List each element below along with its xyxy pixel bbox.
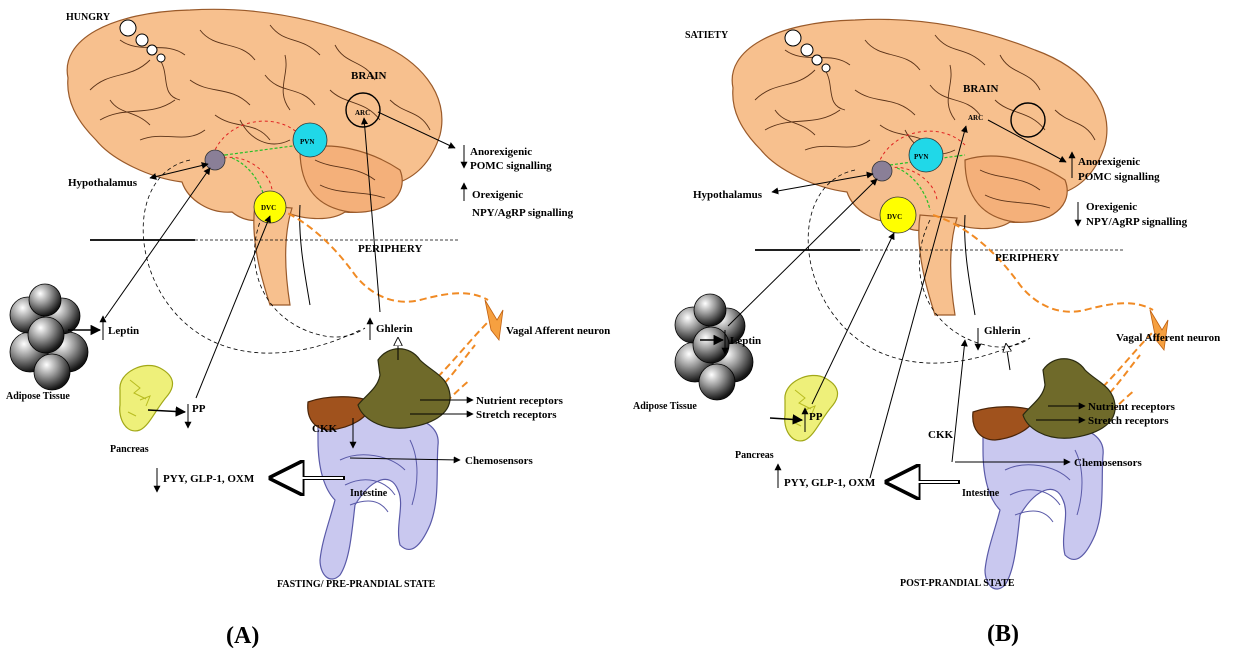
- pomc-label: POMC signalling: [470, 160, 552, 172]
- hypothalamus-label: Hypothalamus: [693, 189, 763, 201]
- nutrient-label: Nutrient receptors: [1088, 401, 1176, 413]
- chemo-label: Chemosensors: [1074, 457, 1143, 469]
- anorexigenic-label: Anorexigenic: [470, 146, 532, 158]
- panel-caption: FASTING/ PRE-PRANDIAL STATE: [277, 579, 436, 590]
- intestine-label: Intestine: [350, 488, 388, 499]
- nutrient-label: Nutrient receptors: [476, 395, 564, 407]
- ghrelin-label: Ghlerin: [984, 325, 1021, 337]
- leptin-label: Leptin: [108, 325, 139, 337]
- adipose-label: Adipose Tissue: [6, 391, 70, 402]
- arc-label: ARC: [968, 114, 983, 122]
- stretch-label: Stretch receptors: [1088, 415, 1169, 427]
- panel-b: SATIETY BRAIN ARC PVN DVC Hypothalamus P…: [633, 19, 1220, 647]
- dvc-label: DVC: [261, 204, 276, 212]
- pp-label: PP: [192, 403, 206, 415]
- hypothalamus-label: Hypothalamus: [68, 177, 138, 189]
- dvc-label: DVC: [887, 213, 902, 221]
- panel-a: HUNGRY BRAIN ARC PVN DVC Hypothalamus PE…: [6, 9, 610, 648]
- pomc-label: POMC signalling: [1078, 171, 1160, 183]
- pyy-label: PYY, GLP-1, OXM: [784, 477, 876, 489]
- panel-caption: POST-PRANDIAL STATE: [900, 578, 1015, 589]
- periphery-label: PERIPHERY: [358, 243, 422, 255]
- panel-letter: (A): [226, 623, 259, 648]
- ghrelin-label: Ghlerin: [376, 323, 413, 335]
- anorexigenic-label: Anorexigenic: [1078, 156, 1140, 168]
- pancreas-label: Pancreas: [110, 444, 149, 455]
- arc-label: ARC: [355, 109, 370, 117]
- adipose-label: Adipose Tissue: [633, 401, 697, 412]
- chemo-label: Chemosensors: [465, 455, 534, 467]
- stretch-label: Stretch receptors: [476, 409, 557, 421]
- vagal-label: Vagal Afferent neuron: [1116, 332, 1220, 344]
- hypothalamus-node: [205, 150, 225, 170]
- state-word: HUNGRY: [66, 12, 111, 23]
- brain-label: BRAIN: [963, 83, 999, 95]
- cck-label: CKK: [928, 429, 954, 441]
- hypothalamus-node: [872, 161, 892, 181]
- npy-label: NPY/AgRP signalling: [1086, 216, 1188, 228]
- periphery-label: PERIPHERY: [995, 252, 1059, 264]
- pyy-label: PYY, GLP-1, OXM: [163, 473, 255, 485]
- panel-letter: (B): [987, 621, 1019, 647]
- brain-label: BRAIN: [351, 70, 387, 82]
- vagal-label: Vagal Afferent neuron: [506, 325, 610, 337]
- intestine-label: Intestine: [962, 488, 1000, 499]
- cck-label: CKK: [312, 423, 338, 435]
- leptin-label: Leptin: [730, 335, 761, 347]
- pancreas-label: Pancreas: [735, 450, 774, 461]
- pp-label: PP: [809, 411, 823, 423]
- pvn-label: PVN: [300, 138, 314, 146]
- npy-label: NPY/AgRP signalling: [472, 207, 574, 219]
- orexigenic-label: Orexigenic: [1086, 201, 1137, 213]
- state-word: SATIETY: [685, 30, 729, 41]
- orexigenic-label: Orexigenic: [472, 189, 523, 201]
- pvn-label: PVN: [914, 153, 928, 161]
